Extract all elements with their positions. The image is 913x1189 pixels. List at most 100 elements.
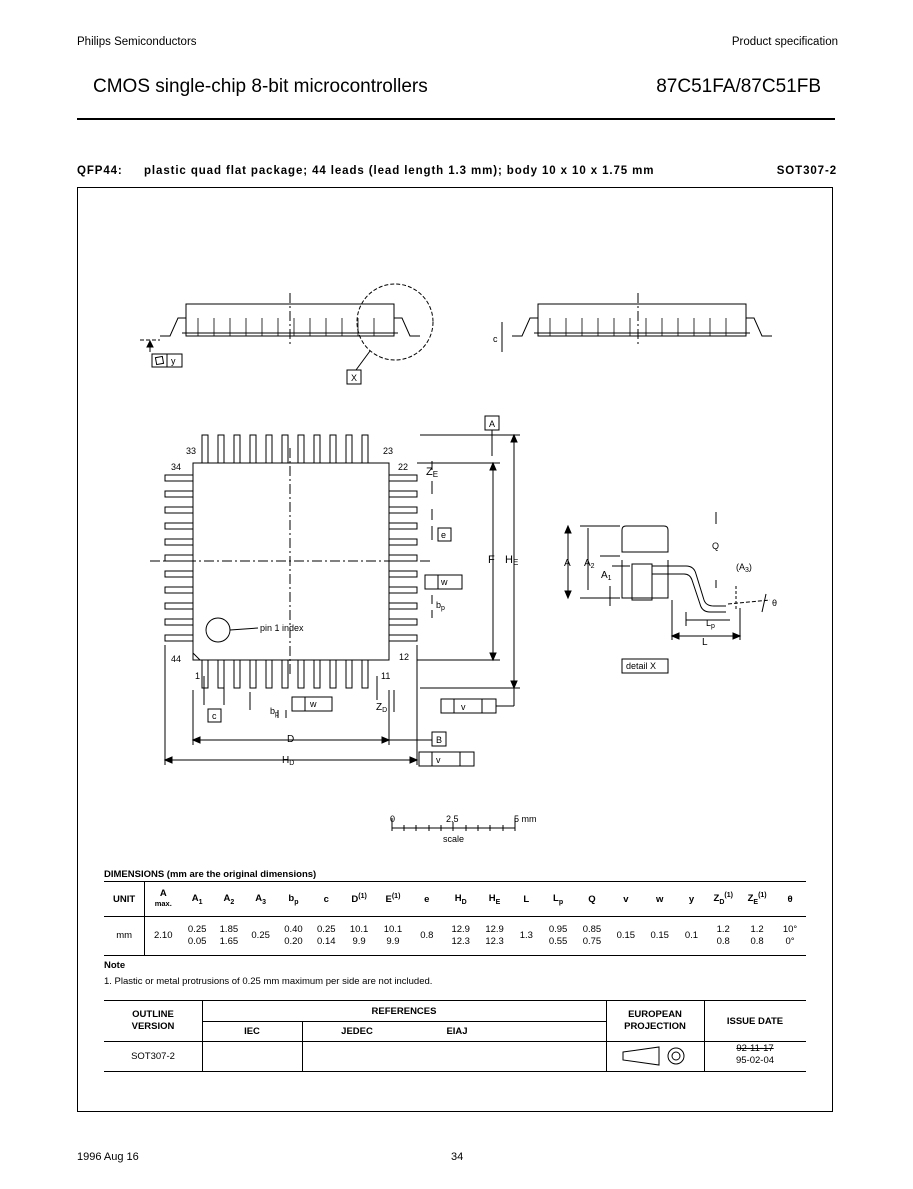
issue-date-header: ISSUE DATE [726,1016,784,1027]
value-w: 0.15 [642,916,677,956]
header-unit: UNIT [104,881,146,917]
label-a-box: A [489,419,495,429]
package-drawing: X y c 33 23 34 22 44 12 1 11 ZE e bp w p… [140,283,777,844]
detail-x [564,512,771,674]
label-pin-11: 11 [381,671,390,681]
top-view [150,434,430,689]
scale-start: 0 [390,814,395,824]
note-title: Note [104,960,126,971]
side-view-right [501,293,772,352]
dimension-lines-horizontal [163,645,515,767]
scale-bar [391,818,516,831]
label-pin1-index: pin 1 index [260,623,304,633]
label-c-side: c [493,334,498,344]
label-detail-q: Q [712,541,719,551]
scale-label: scale [443,834,464,844]
header-d: D(1) [342,881,377,917]
value-unit: mm [104,916,146,956]
side-view-left [140,283,434,385]
package-name: QFP44: [77,165,123,177]
label-pin-34: 34 [171,462,181,472]
value-e: 0.8 [409,916,444,956]
scale-mid: 2.5 [446,814,459,824]
label-ze: ZE [426,466,438,479]
header-c: c [310,881,343,917]
label-c-top: c [212,711,217,721]
label-pin-22: 22 [398,462,408,472]
footer-date: 1996 Aug 16 [77,1151,139,1163]
label-pin-23: 23 [383,446,393,456]
header-v: v [608,881,643,917]
header-l: L [511,881,542,917]
header-rule [77,118,835,120]
header-he: HE [477,881,512,917]
label-pin-44: 44 [171,654,181,664]
label-bp-bottom: bp [270,706,279,718]
header-a3: A3 [244,881,277,917]
eiaj-header: EIAJ [446,1026,468,1037]
label-y-box: y [171,356,176,366]
label-detail-theta: θ [772,598,777,608]
note-text: 1. Plastic or metal protrusions of 0.25 … [104,976,433,987]
header-a1: A1 [181,881,214,917]
value-a3: 0.25 [244,916,277,956]
label-wm-bottom: w [309,699,317,709]
company-name: Philips Semiconductors [77,36,197,48]
label-pin-1: 1 [195,671,200,681]
document-title: CMOS single-chip 8-bit microcontrollers [93,76,428,97]
dimension-lines-vertical [417,415,520,690]
label-vma: v [461,702,466,712]
label-e: e [441,530,446,540]
label-detail-a2: A2 [584,558,595,570]
header-a2: A2 [213,881,245,917]
outline-version-value: SOT307-2 [131,1051,175,1062]
header-e1: E(1) [376,881,410,917]
value-l: 1.3 [511,916,542,956]
header-theta: θ [774,881,806,917]
label-detail-a: A [564,558,571,569]
header-w: w [642,881,677,917]
header-zd: ZD(1) [706,881,741,917]
dimensions-title: DIMENSIONS (mm are the original dimensio… [104,869,317,880]
label-detail-x: detail X [626,661,656,671]
iec-header: IEC [244,1026,260,1037]
projection-symbol-icon [622,1046,685,1066]
scale-end: 5 mm [514,814,537,824]
header-ze: ZE(1) [740,881,775,917]
label-he: HE [505,554,518,567]
label-hd: HD [282,755,294,767]
label-detail-a3: (A3) [736,562,752,574]
label-detail-a1: A1 [601,570,612,582]
label-detail-l: L [702,637,708,648]
label-f: F [488,554,495,566]
label-x-box: X [351,373,357,383]
label-zd: ZD [376,702,387,714]
label-pin-33: 33 [186,446,196,456]
header-hd: HD [443,881,478,917]
label-d: D [287,734,294,745]
footer-page-number: 34 [451,1151,464,1163]
value-a: 2.10 [144,916,182,956]
header-y: y [676,881,707,917]
value-v: 0.15 [608,916,643,956]
label-vmb: v [436,755,441,765]
drawing-frame [77,187,833,1112]
references-header: REFERENCES [371,1006,437,1017]
label-detail-lp: Lp [706,618,715,630]
